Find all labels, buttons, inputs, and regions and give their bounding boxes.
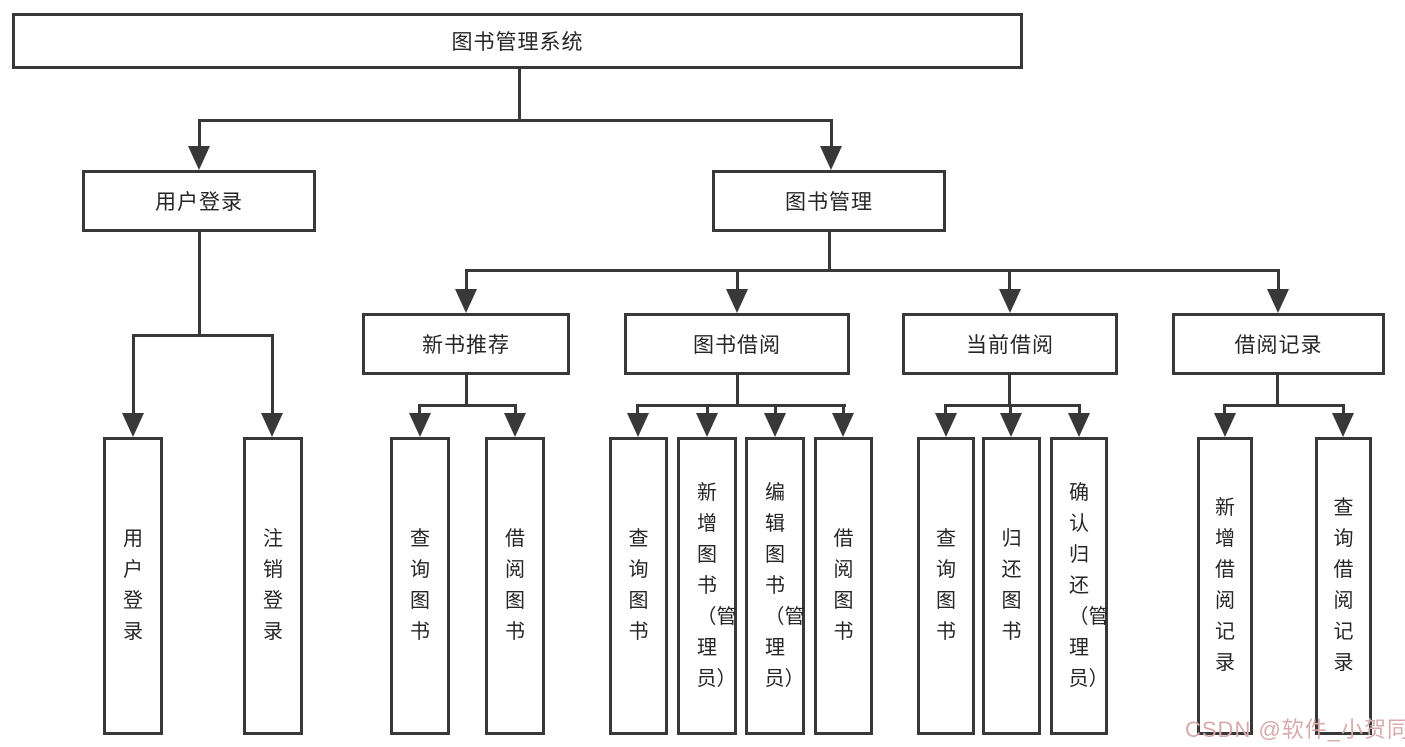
arrow-down-icon xyxy=(455,289,477,313)
connector-recommend-rail xyxy=(418,404,517,407)
node-logout: 注销登录 xyxy=(243,437,303,735)
connector-bookmgmt-drop4 xyxy=(1277,269,1280,291)
node-new-book-recommend-label: 新书推荐 xyxy=(422,334,510,357)
node-library-system-label: 图书管理系统 xyxy=(451,31,584,54)
connector-current-stem xyxy=(1008,375,1011,407)
watermark-text: CSDN @软件_小贺同学 xyxy=(1185,717,1405,742)
connector-borrowing-stem xyxy=(736,375,739,407)
node-borrowing-records-label: 借阅记录 xyxy=(1234,334,1323,357)
node-recd-add-record-label: 新增借阅记录 xyxy=(1215,497,1235,674)
node-cur-query-books-label: 查询图书 xyxy=(936,528,956,643)
arrow-down-icon xyxy=(999,289,1021,313)
connector-bookmgmt-rail xyxy=(465,269,1280,272)
node-login-label: 用户登录 xyxy=(123,528,143,643)
arrow-down-icon xyxy=(726,289,748,313)
node-rec-query-books-label: 查询图书 xyxy=(410,528,430,643)
connector-records-rail xyxy=(1223,404,1345,407)
arrow-down-icon xyxy=(820,146,842,170)
node-book-borrowing-label: 图书借阅 xyxy=(693,334,781,357)
node-rec-borrow-books: 借阅图书 xyxy=(485,437,545,735)
connector-userlogin-rail xyxy=(132,334,274,337)
arrow-down-icon xyxy=(188,146,210,170)
node-cur-confirm-return: 确认归还（管理员） xyxy=(1050,437,1109,735)
connector-borrowing-rail xyxy=(636,404,846,407)
node-recd-query-record: 查询借阅记录 xyxy=(1315,437,1372,735)
node-bor-borrow-books-label: 借阅图书 xyxy=(833,528,854,643)
arrow-down-icon xyxy=(935,413,957,437)
node-book-management: 图书管理 xyxy=(712,170,946,232)
connector-current-rail xyxy=(944,404,1081,407)
node-recd-query-record-label: 查询借阅记录 xyxy=(1333,497,1354,674)
arrow-down-icon xyxy=(1267,289,1289,313)
connector-records-drop2 xyxy=(1342,404,1345,415)
arrow-down-icon xyxy=(1214,413,1236,437)
arrow-down-icon xyxy=(1332,413,1354,437)
node-bor-query-books: 查询图书 xyxy=(609,437,668,735)
connector-borrowing-drop3 xyxy=(774,404,777,415)
connector-current-drop2 xyxy=(1009,404,1012,415)
connector-userlogin-left-drop xyxy=(132,334,135,415)
connector-root-left-drop xyxy=(198,119,201,149)
node-cur-return-books-label: 归还图书 xyxy=(1001,528,1022,643)
node-cur-return-books: 归还图书 xyxy=(982,437,1041,735)
node-cur-confirm-return-label: 确认归还（管理员） xyxy=(1068,481,1109,690)
arrow-down-icon xyxy=(832,413,854,437)
arrow-down-icon xyxy=(122,413,144,437)
node-current-borrowing-label: 当前借阅 xyxy=(966,334,1054,357)
arrow-down-icon xyxy=(1000,413,1022,437)
node-current-borrowing: 当前借阅 xyxy=(902,313,1118,375)
connector-borrowing-drop1 xyxy=(636,404,639,415)
node-new-book-recommend: 新书推荐 xyxy=(362,313,570,375)
node-book-borrowing: 图书借阅 xyxy=(624,313,850,375)
connector-recommend-drop2 xyxy=(514,404,517,415)
node-login: 用户登录 xyxy=(103,437,163,735)
node-logout-label: 注销登录 xyxy=(263,528,283,643)
node-user-login: 用户登录 xyxy=(82,170,316,232)
connector-bookmgmt-drop2 xyxy=(736,269,739,291)
connector-borrowing-drop4 xyxy=(842,404,845,415)
connector-root-right-drop xyxy=(830,119,833,149)
node-bor-add-books: 新增图书（管理员） xyxy=(677,437,737,735)
arrow-down-icon xyxy=(627,413,649,437)
node-recd-add-record: 新增借阅记录 xyxy=(1197,437,1253,735)
node-borrowing-records: 借阅记录 xyxy=(1172,313,1385,375)
connector-borrowing-drop2 xyxy=(706,404,709,415)
connector-current-drop3 xyxy=(1078,404,1081,415)
connector-recommend-drop1 xyxy=(418,404,421,415)
node-bor-query-books-label: 查询图书 xyxy=(628,528,649,643)
node-rec-query-books: 查询图书 xyxy=(390,437,450,735)
connector-records-drop1 xyxy=(1223,404,1226,415)
connector-bookmgmt-drop3 xyxy=(1008,269,1011,291)
connector-current-drop1 xyxy=(944,404,947,415)
node-bor-edit-books: 编辑图书（管理员） xyxy=(745,437,805,735)
node-book-management-label: 图书管理 xyxy=(785,191,873,214)
arrow-down-icon xyxy=(261,413,283,437)
connector-userlogin-right-drop xyxy=(271,334,274,415)
connector-root-rail xyxy=(198,119,833,122)
arrow-down-icon xyxy=(409,413,431,437)
arrow-down-icon xyxy=(504,413,526,437)
node-user-login-label: 用户登录 xyxy=(155,191,243,214)
node-rec-borrow-books-label: 借阅图书 xyxy=(505,528,525,643)
node-bor-edit-books-label: 编辑图书（管理员） xyxy=(764,481,805,690)
arrow-down-icon xyxy=(1068,413,1090,437)
arrow-down-icon xyxy=(696,413,718,437)
connector-root-stem xyxy=(518,68,521,121)
arrow-down-icon xyxy=(764,413,786,437)
node-bor-borrow-books: 借阅图书 xyxy=(814,437,873,735)
connector-userlogin-stem xyxy=(198,232,201,337)
node-library-system: 图书管理系统 xyxy=(12,13,1023,69)
connector-bookmgmt-drop1 xyxy=(465,269,468,291)
node-cur-query-books: 查询图书 xyxy=(917,437,975,735)
connector-recommend-stem xyxy=(465,375,468,407)
connector-bookmgmt-stem xyxy=(828,232,831,272)
node-bor-add-books-label: 新增图书（管理员） xyxy=(696,481,737,690)
connector-records-stem xyxy=(1276,375,1279,407)
